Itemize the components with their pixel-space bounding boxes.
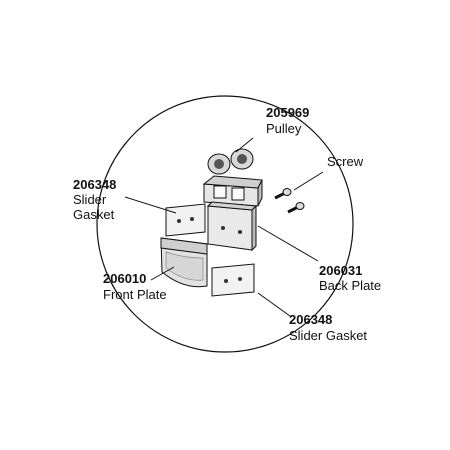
callout-pulley: 205969 Pulley bbox=[266, 105, 309, 136]
back-plate-part-number: 206031 bbox=[319, 263, 362, 278]
leader-slider-gasket-top bbox=[124, 196, 177, 214]
pulley-parts bbox=[207, 148, 254, 175]
back-plate-part bbox=[202, 175, 263, 252]
front-plate-part-number: 206010 bbox=[103, 271, 146, 286]
callout-front-plate: 206010 Front Plate bbox=[103, 271, 167, 302]
front-plate-label: Front Plate bbox=[103, 287, 167, 302]
detail-circle bbox=[96, 95, 354, 353]
leader-pulley bbox=[235, 137, 254, 153]
slider-gasket-bottom-part bbox=[211, 263, 255, 297]
leader-screw bbox=[293, 171, 324, 191]
callout-back-plate: 206031 Back Plate bbox=[319, 263, 381, 293]
pulley-part-number: 205969 bbox=[266, 105, 309, 120]
slider-gasket-top-part-number: 206348 bbox=[73, 177, 116, 192]
callout-slider-gasket-bottom: 206348 Slider Gasket bbox=[289, 312, 367, 343]
pulley-left bbox=[207, 153, 231, 175]
screw-lower bbox=[287, 202, 305, 214]
screw-upper bbox=[274, 188, 292, 200]
leader-slider-gasket-bottom bbox=[257, 292, 291, 317]
slider-gasket-top-label-line2: Gasket bbox=[73, 207, 115, 222]
screw-parts bbox=[274, 188, 305, 214]
slider-gasket-top-label-line1: Slider bbox=[73, 192, 107, 207]
slider-gasket-bottom-label: Slider Gasket bbox=[289, 328, 367, 343]
callout-slider-gasket-top: 206348 Slider Gasket bbox=[73, 177, 116, 222]
back-plate-label: Back Plate bbox=[319, 278, 381, 293]
slider-gasket-top-part bbox=[165, 203, 206, 237]
front-plate-part bbox=[160, 237, 208, 288]
slider-gasket-bottom-part-number: 206348 bbox=[289, 312, 332, 327]
leader-lines bbox=[124, 137, 324, 317]
pulley-label: Pulley bbox=[266, 121, 302, 136]
callout-screw: Screw bbox=[327, 154, 364, 169]
pulley-right bbox=[230, 148, 254, 170]
leader-back-plate bbox=[257, 225, 319, 262]
screw-label: Screw bbox=[327, 154, 364, 169]
leader-front-plate bbox=[150, 266, 175, 281]
